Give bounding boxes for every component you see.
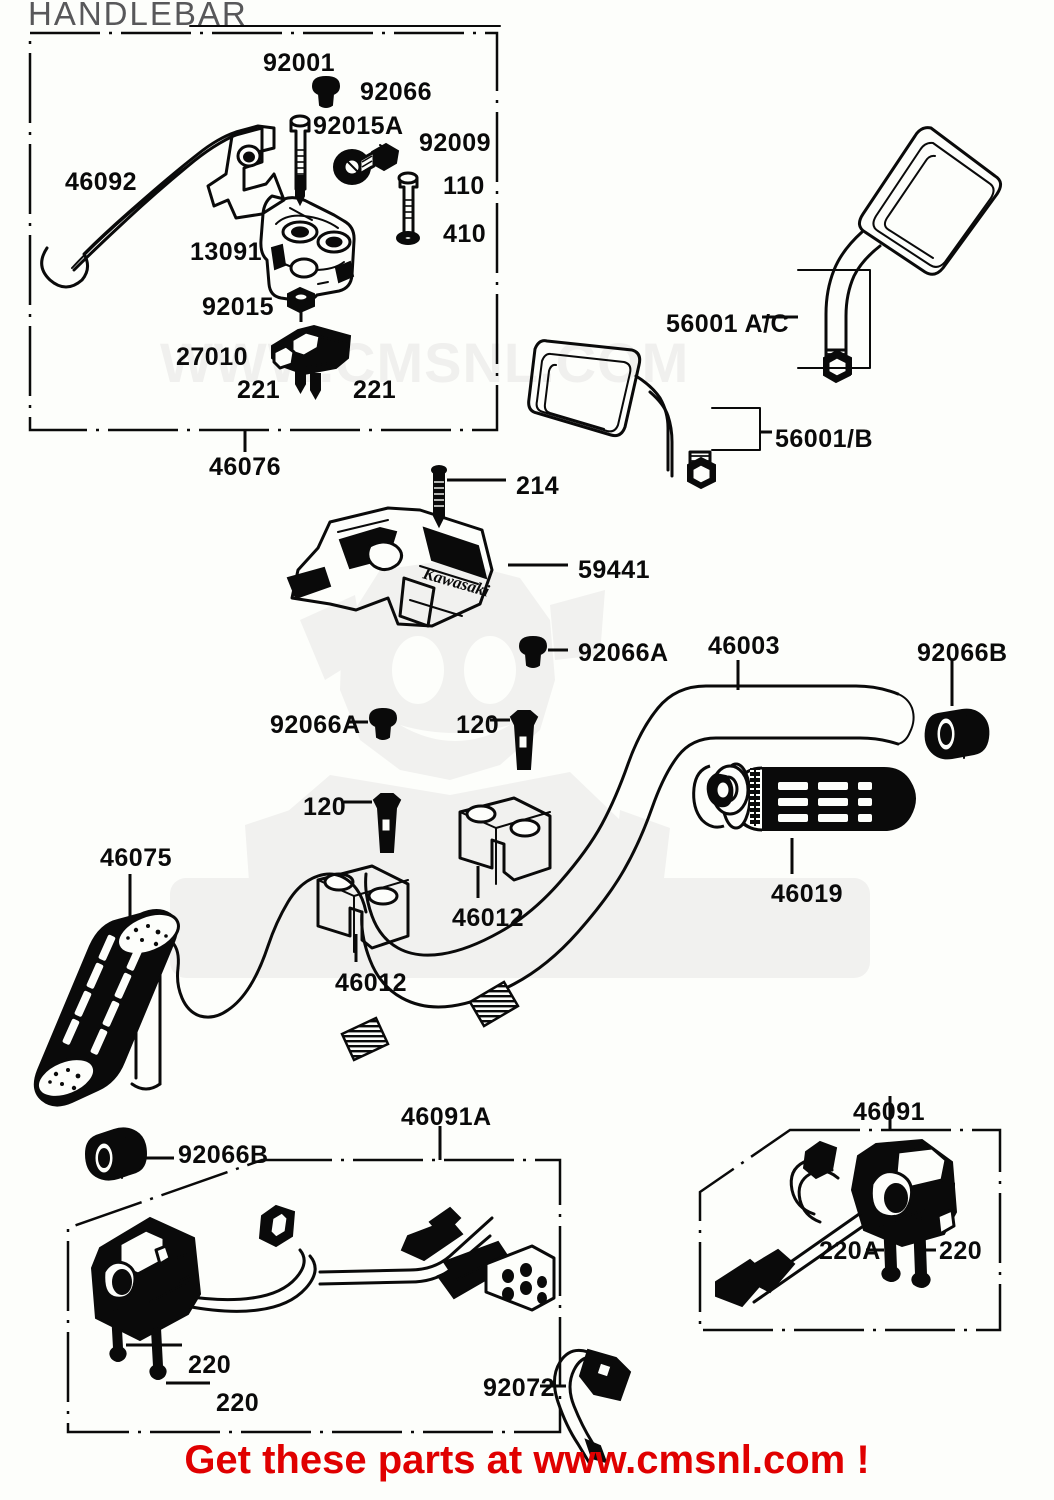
page-title: HANDLEBAR [28,0,248,32]
callout-92072: 92072 [483,1374,556,1402]
callout-46012-upper: 46012 [452,904,525,932]
callout-13091: 13091 [190,238,263,266]
callout-46019: 46019 [771,880,844,908]
callout-92066b-left: 92066B [178,1141,269,1169]
callout-220-left-lower: 220 [216,1389,260,1417]
promo-text: Get these parts at www.cmsnl.com ! [184,1438,870,1482]
callout-220-right: 220 [939,1237,983,1265]
callout-92015: 92015 [202,293,275,321]
callout-110: 110 [443,172,485,200]
callout-214: 214 [516,472,560,500]
callout-92001: 92001 [263,49,336,77]
callout-220-left-upper: 220 [188,1351,232,1379]
callout-46012-lower: 46012 [335,969,408,997]
callout-120-lower: 120 [303,793,347,821]
callout-220a: 220A [819,1237,881,1265]
callout-46075: 46075 [100,844,173,872]
callout-92066b-right: 92066B [917,639,1008,667]
callout-46092: 46092 [65,168,138,196]
callout-120-upper: 120 [456,711,500,739]
callout-46076: 46076 [209,453,282,481]
callout-59441: 59441 [578,556,651,584]
callout-46091a: 46091A [401,1103,492,1131]
callout-410: 410 [443,220,487,248]
callout-56001-ac: 56001 A/C [666,310,790,338]
callout-56001-b: 56001/B [775,425,874,453]
callout-92015a: 92015A [313,112,404,140]
callout-221-right: 221 [353,376,397,404]
callout-92009: 92009 [419,129,492,157]
callout-46003: 46003 [708,632,781,660]
watermark-url: WWW.CMSNL.COM [160,331,690,394]
callout-221-left: 221 [237,376,281,404]
callout-92066a-upper: 92066A [578,639,669,667]
callout-92066a-lower: 92066A [270,711,361,739]
callout-46091: 46091 [853,1098,926,1126]
callout-27010: 27010 [176,343,249,371]
callout-92066: 92066 [360,78,433,106]
